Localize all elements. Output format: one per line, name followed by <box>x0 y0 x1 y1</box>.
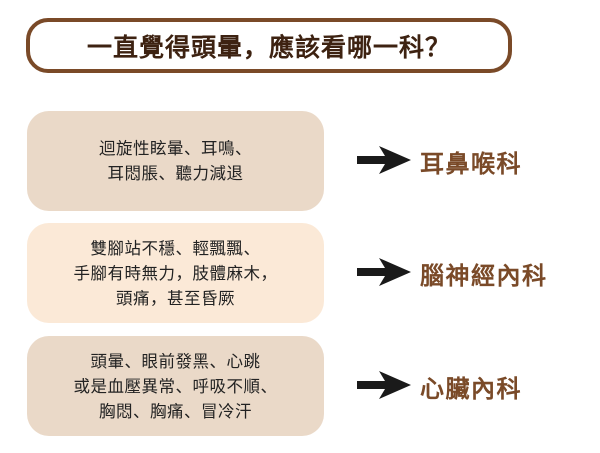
symptom-box-cardiology: 頭暈、眼前發黑、心跳 或是血壓異常、呼吸不順、 胸悶、胸痛、冒冷汗 <box>27 336 324 436</box>
symptom-box-ent: 迴旋性眩暈、耳鳴、 耳悶脹、聽力減退 <box>27 111 324 211</box>
symptom-box-neurology: 雙腳站不穩、輕飄飄、 手腳有時無力，肢體麻木， 頭痛，甚至昏厥 <box>27 223 324 323</box>
symptom-line: 頭暈、眼前發黑、心跳 <box>90 351 261 371</box>
symptom-line: 頭痛，甚至昏厥 <box>116 288 235 308</box>
arrow-right-icon <box>357 146 411 174</box>
symptom-line: 迴旋性眩暈、耳鳴、 <box>99 139 252 158</box>
arrow-right-icon <box>357 258 411 286</box>
symptom-row-ent: 迴旋性眩暈、耳鳴、 耳悶脹、聽力減退 耳鼻喉科 <box>27 111 587 211</box>
arrow-right-icon <box>357 371 411 399</box>
department-cardiology: 心臟內科 <box>420 374 522 403</box>
symptom-line: 雙腳站不穩、輕飄飄、 <box>90 238 261 258</box>
symptom-row-cardiology: 頭暈、眼前發黑、心跳 或是血壓異常、呼吸不順、 胸悶、胸痛、冒冷汗 心臟內科 <box>27 336 587 436</box>
symptom-row-neurology: 雙腳站不穩、輕飄飄、 手腳有時無力，肢體麻木， 頭痛，甚至昏厥 腦神經內科 <box>27 223 587 323</box>
symptom-line: 耳悶脹、聽力減退 <box>107 164 244 183</box>
symptom-line: 手腳有時無力，肢體麻木， <box>73 263 278 283</box>
symptom-line: 或是血壓異常、呼吸不順、 <box>73 376 278 396</box>
department-ent: 耳鼻喉科 <box>420 149 522 178</box>
page-title-box: 一直覺得頭暈，應該看哪一科？ <box>26 18 512 73</box>
symptom-line: 胸悶、胸痛、冒冷汗 <box>99 401 252 421</box>
page-title: 一直覺得頭暈，應該看哪一科？ <box>86 32 451 62</box>
department-neurology: 腦神經內科 <box>420 261 548 290</box>
